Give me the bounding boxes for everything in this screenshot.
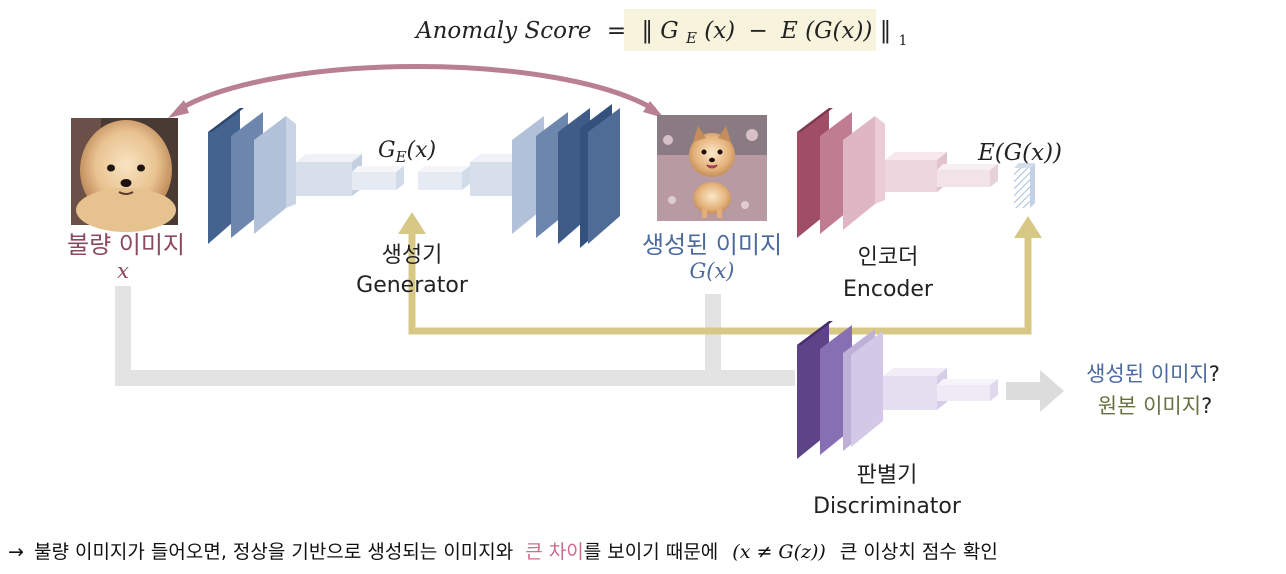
gold-arrowhead-encoder (1014, 216, 1042, 238)
generated-label: 생성된 이미지 (642, 231, 782, 259)
svg-text:Anomaly Score = ‖: Anomaly Score = ‖ G E (x) − E (G(x)) ‖ 1 (414, 18, 907, 49)
generator-label-en: Generator (356, 273, 469, 298)
discriminator-blocks (797, 321, 998, 459)
encoder-output-vector (1014, 168, 1030, 208)
encoder-blocks (797, 108, 1035, 238)
encoder-label-ko: 인코더 (858, 245, 919, 270)
latent-ge-label: GE(x) (378, 138, 436, 166)
question-generated: 생성된 이미지? (1086, 362, 1220, 386)
encoder-label-en: Encoder (843, 277, 934, 302)
generator-label-ko: 생성기 (382, 243, 443, 268)
formula-label: Anomaly Score (414, 18, 592, 44)
anomaly-score-formula: Anomaly Score = ‖ G E (x) − E (G(x)) ‖ 1 (414, 9, 907, 51)
input-image (71, 118, 178, 232)
arc-arrowhead-right (643, 101, 664, 118)
generated-var: G(x) (689, 259, 734, 283)
generated-image (657, 115, 767, 221)
generator-decoder-blocks (418, 104, 620, 248)
generator-encoder-blocks (208, 108, 404, 244)
input-var: x (117, 259, 129, 283)
gold-path (408, 232, 1032, 335)
question-original: 원본 이미지? (1098, 394, 1212, 418)
encoder-output-label: E(G(x)) (977, 140, 1062, 166)
footer-note: → 불량 이미지가 들어오면, 정상을 기반으로 생성되는 이미지와 큰 차이를… (8, 541, 998, 563)
arc-arrowhead-left (168, 100, 189, 118)
input-label: 불량 이미지 (67, 231, 185, 259)
discriminator-label-ko: 판별기 (857, 463, 918, 488)
discriminator-label-en: Discriminator (813, 494, 962, 519)
output-arrow (1006, 370, 1064, 412)
formula-highlight (624, 9, 876, 51)
gold-arrowhead-generator (398, 212, 426, 234)
comparison-arc (176, 64, 657, 113)
grey-path-input (115, 286, 795, 386)
